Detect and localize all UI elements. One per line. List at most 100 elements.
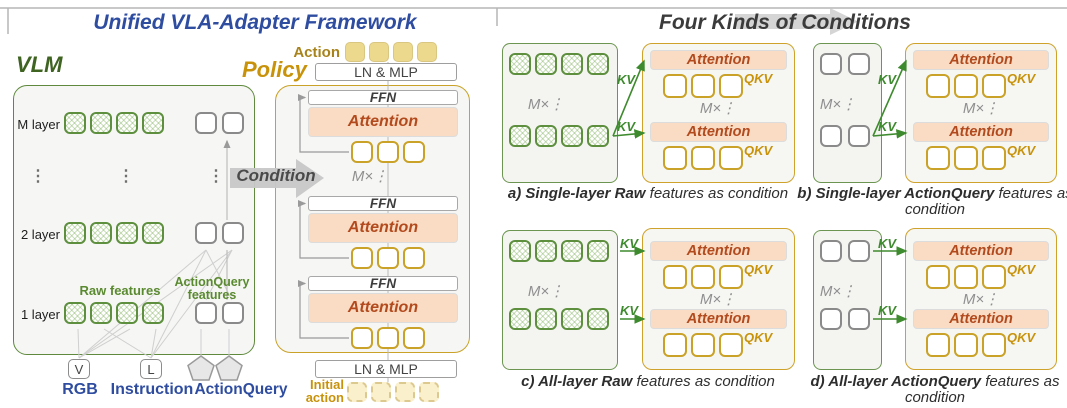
- actionquery-token: [820, 240, 842, 262]
- action-latent-token: [377, 141, 399, 163]
- qkv-label: QKV: [744, 330, 773, 345]
- vlm-ellipsis: ⋮: [208, 168, 224, 185]
- vlm-input-fan-lines: [77, 249, 233, 359]
- action-latent-token: [982, 265, 1006, 289]
- attention-block: Attention: [308, 293, 458, 323]
- ln-mlp-bottom-block: LN & MLP: [315, 360, 457, 378]
- m-times-label: M×⋮: [819, 283, 857, 300]
- raw-feature-token: [509, 240, 531, 262]
- qkv-label: QKV: [1007, 262, 1036, 277]
- m-times-label: M×⋮: [351, 168, 389, 185]
- action-latent-token: [926, 265, 950, 289]
- action-latent-token: [663, 74, 687, 98]
- kv-label: KV: [620, 236, 639, 251]
- action-latent-token: [403, 141, 425, 163]
- actionquery-token: [222, 302, 244, 324]
- m-times-label: M×⋮: [699, 100, 737, 117]
- raw-feature-token: [561, 240, 583, 262]
- raw-feature-token: [64, 222, 86, 244]
- action-latent-token: [954, 74, 978, 98]
- initial-action-token: [371, 382, 391, 402]
- raw-feature-token: [535, 125, 557, 147]
- actionquery-label: ActionQuery: [194, 381, 288, 398]
- panel-a-caption-rest: features as condition: [645, 185, 789, 202]
- kv-arrows: [612, 59, 908, 324]
- raw-feature-token: [561, 308, 583, 330]
- ffn-block: FFN: [308, 90, 458, 105]
- action-latent-token: [377, 327, 399, 349]
- panel-c-caption: c) All-layer Raw features as condition: [500, 374, 796, 390]
- m-times-label: M×⋮: [699, 291, 737, 308]
- raw-feature-token: [587, 53, 609, 75]
- attention-block: Attention: [913, 122, 1049, 142]
- attention-block: Attention: [650, 50, 787, 70]
- kv-label: KV: [878, 303, 897, 318]
- kv-label: KV: [617, 119, 636, 134]
- panel-b-caption-rest: features as condition: [904, 185, 1067, 218]
- raw-features-label: Raw features: [79, 283, 161, 298]
- right-title: Four Kinds of Conditions: [659, 11, 911, 34]
- kv-label: KV: [878, 72, 897, 87]
- layer-2-label: 2 layer: [20, 227, 60, 242]
- raw-feature-token: [509, 53, 531, 75]
- vlm-label: VLM: [16, 52, 63, 77]
- attention-block: Attention: [913, 309, 1049, 329]
- actionquery-token: [820, 308, 842, 330]
- panel-d-caption-rest: features as condition: [904, 373, 1060, 406]
- rgb-label: RGB: [62, 381, 98, 398]
- actionquery-token: [848, 308, 870, 330]
- m-times-label: M×⋮: [962, 100, 1000, 117]
- action-latent-token: [719, 265, 743, 289]
- raw-feature-token: [64, 302, 86, 324]
- action-latent-token: [403, 327, 425, 349]
- action-label: Action: [293, 44, 340, 61]
- panel-d-caption-bold: d) All-layer ActionQuery: [810, 373, 982, 390]
- m-times-label: M×⋮: [527, 283, 565, 300]
- action-latent-token: [926, 74, 950, 98]
- actionquery-features-label: ActionQuery features: [174, 275, 250, 302]
- initial-action-token: [395, 382, 415, 402]
- raw-feature-token: [64, 112, 86, 134]
- raw-feature-token: [587, 125, 609, 147]
- action-latent-token: [663, 146, 687, 170]
- actionquery-token: [820, 53, 842, 75]
- action-latent-token: [982, 333, 1006, 357]
- panel-c-caption-bold: c) All-layer Raw: [521, 373, 633, 390]
- attention-block: Attention: [308, 107, 458, 137]
- actionquery-token: [222, 112, 244, 134]
- raw-feature-token: [90, 112, 112, 134]
- qkv-label: QKV: [744, 262, 773, 277]
- attention-block: Attention: [650, 122, 787, 142]
- actionquery-pentagon-icon: [187, 355, 243, 381]
- raw-feature-token: [509, 308, 531, 330]
- raw-feature-token: [142, 222, 164, 244]
- action-latent-token: [663, 265, 687, 289]
- qkv-label: QKV: [1007, 71, 1036, 86]
- action-output-token: [393, 42, 413, 62]
- attention-block: Attention: [650, 241, 787, 261]
- action-output-token: [417, 42, 437, 62]
- layer-1-label: 1 layer: [20, 307, 60, 322]
- panel-c-caption-rest: features as condition: [632, 373, 775, 390]
- action-latent-token: [351, 327, 373, 349]
- panel-b-caption-bold: b) Single-layer ActionQuery: [797, 185, 995, 202]
- panel-a-caption-bold: a) Single-layer Raw: [507, 185, 646, 202]
- action-latent-token: [377, 247, 399, 269]
- initial-action-label: Initial action: [305, 377, 344, 405]
- ffn-block: FFN: [308, 196, 458, 211]
- action-latent-token: [691, 265, 715, 289]
- raw-feature-token: [116, 302, 138, 324]
- action-latent-token: [926, 146, 950, 170]
- raw-feature-token: [587, 308, 609, 330]
- actionquery-token: [195, 302, 217, 324]
- m-times-label: M×⋮: [819, 96, 857, 113]
- m-times-label: M×⋮: [527, 96, 565, 113]
- action-latent-token: [719, 74, 743, 98]
- raw-feature-token: [116, 112, 138, 134]
- conditions-title-arrow: [735, 8, 858, 35]
- condition-label: Condition: [236, 166, 316, 185]
- vlm-ellipsis: ⋮: [30, 168, 46, 185]
- action-latent-token: [926, 333, 950, 357]
